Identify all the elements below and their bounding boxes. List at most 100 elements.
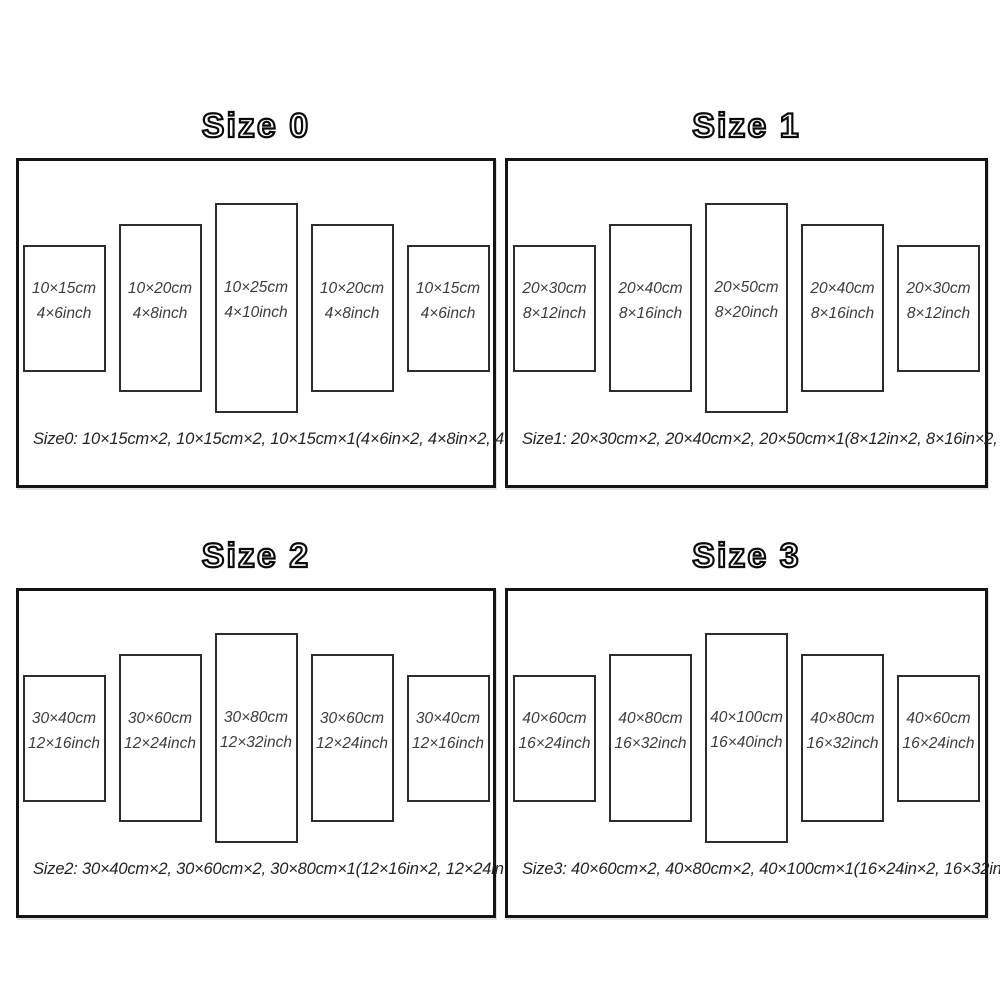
panel-inch-label: 16×24inch <box>902 734 975 752</box>
size-summary: Size3: 40×60cm×2, 40×80cm×2, 40×100cm×1(… <box>522 860 1000 878</box>
canvas-panel: 10×20cm 4×8inch <box>118 224 202 392</box>
panel-inch-label: 8×16inch <box>810 305 875 322</box>
quadrant-size-1: Size 1 20×30cm 8×12inch 20×40cm 8×16inch <box>505 95 1000 488</box>
panel-inch-label: 4×8inch <box>324 305 380 322</box>
panels-row: 30×40cm 12×16inch 30×60cm 12×24inch 30×8… <box>19 591 493 885</box>
panel-dimensions: 10×15cm 4×6inch <box>403 276 494 326</box>
panel-inch-label: 12×16inch <box>412 734 484 752</box>
quadrant-title: Size 2 <box>201 536 311 576</box>
canvas-panel: 20×30cm 8×12inch <box>897 244 980 372</box>
panel-dimensions: 30×60cm 12×24inch <box>307 706 398 756</box>
panel-dimensions: 20×30cm 8×12inch <box>893 276 984 326</box>
canvas-panel: 40×60cm 16×24inch <box>897 674 980 802</box>
canvas-panel: 30×60cm 12×24inch <box>118 654 202 822</box>
panel-inch-label: 4×6inch <box>36 304 92 322</box>
panel-cm-label: 10×25cm <box>223 279 289 296</box>
canvas-panel: 30×40cm 12×16inch <box>22 674 106 802</box>
panel-dimensions: 40×100cm 16×40inch <box>701 705 792 755</box>
panel-inch-label: 16×40inch <box>710 734 783 751</box>
canvas-panel: 20×40cm 8×16inch <box>801 224 884 392</box>
panel-cm-label: 30×60cm <box>319 710 385 727</box>
canvas-panel: 40×80cm 16×32inch <box>609 654 692 822</box>
panel-cm-label: 10×20cm <box>127 280 193 297</box>
panel-dimensions: 10×25cm 4×10inch <box>211 275 302 325</box>
size-summary: Size1: 20×30cm×2, 20×40cm×2, 20×50cm×1(8… <box>522 430 1000 448</box>
panel-inch-label: 16×32inch <box>806 735 879 752</box>
panel-inch-label: 12×16inch <box>28 734 100 752</box>
panel-cm-label: 30×40cm <box>415 709 481 727</box>
quadrant-title: Size 3 <box>691 536 801 576</box>
quadrant-size-0: Size 0 10×15cm 4×6inch 10×20cm 4×8inch <box>16 95 568 488</box>
panel-dimensions: 30×80cm 12×32inch <box>211 705 302 755</box>
panel-inch-label: 4×6inch <box>420 304 476 322</box>
panel-inch-label: 8×16inch <box>618 305 683 322</box>
panel-dimensions: 40×60cm 16×24inch <box>893 706 984 756</box>
panel-dimensions: 40×80cm 16×32inch <box>605 706 696 756</box>
canvas-panel: 10×20cm 4×8inch <box>310 224 394 392</box>
panel-layout-box: 10×15cm 4×6inch 10×20cm 4×8inch 10×25cm … <box>16 158 568 488</box>
canvas-panel: 40×80cm 16×32inch <box>801 654 884 822</box>
canvas-panel: 20×50cm 8×20inch <box>705 203 788 413</box>
panel-dimensions: 20×40cm 8×16inch <box>605 276 696 326</box>
panel-cm-label: 40×100cm <box>710 709 783 726</box>
canvas-panel: 10×25cm 4×10inch <box>214 203 298 413</box>
panel-cm-label: 10×15cm <box>415 279 481 297</box>
panels-row: 20×30cm 8×12inch 20×40cm 8×16inch 20×50c… <box>508 161 985 455</box>
panel-layout-box: 40×60cm 16×24inch 40×80cm 16×32inch 40×1… <box>505 588 1000 918</box>
quadrant-size-2: Size 2 30×40cm 12×16inch 30×60cm 12×24in… <box>16 525 613 918</box>
panel-dimensions: 30×60cm 12×24inch <box>115 706 206 756</box>
panel-cm-label: 30×60cm <box>127 710 193 727</box>
quadrant-title: Size 1 <box>691 106 801 146</box>
panel-dimensions: 20×40cm 8×16inch <box>797 276 888 326</box>
panel-cm-label: 20×40cm <box>618 280 683 297</box>
canvas-panel: 30×60cm 12×24inch <box>310 654 394 822</box>
panel-inch-label: 12×24inch <box>124 735 196 752</box>
panel-inch-label: 8×12inch <box>522 304 587 322</box>
panel-dimensions: 30×40cm 12×16inch <box>19 706 110 756</box>
panel-dimensions: 40×60cm 16×24inch <box>509 706 600 756</box>
panel-inch-label: 8×20inch <box>714 304 779 321</box>
panel-cm-label: 30×80cm <box>223 709 289 726</box>
panel-inch-label: 16×24inch <box>518 734 591 752</box>
panel-inch-label: 12×24inch <box>316 735 388 752</box>
canvas-panel: 40×100cm 16×40inch <box>705 633 788 843</box>
panel-cm-label: 40×80cm <box>810 710 875 727</box>
panels-row: 40×60cm 16×24inch 40×80cm 16×32inch 40×1… <box>508 591 985 885</box>
panel-cm-label: 20×50cm <box>714 279 779 296</box>
canvas-panel: 20×30cm 8×12inch <box>513 244 596 372</box>
quadrant-size-3: Size 3 40×60cm 16×24inch 40×80cm 16×32in… <box>505 525 1000 918</box>
canvas-panel: 40×60cm 16×24inch <box>513 674 596 802</box>
panel-cm-label: 20×40cm <box>810 280 875 297</box>
panel-layout-box: 20×30cm 8×12inch 20×40cm 8×16inch 20×50c… <box>505 158 1000 488</box>
canvas-panel: 30×40cm 12×16inch <box>406 674 490 802</box>
panel-dimensions: 10×20cm 4×8inch <box>307 276 398 326</box>
panel-cm-label: 30×40cm <box>31 709 97 727</box>
panel-dimensions: 30×40cm 12×16inch <box>403 706 494 756</box>
panel-cm-label: 10×15cm <box>31 279 97 297</box>
quadrant-title: Size 0 <box>201 106 311 146</box>
panel-inch-label: 4×10inch <box>224 304 288 321</box>
canvas-panel: 30×80cm 12×32inch <box>214 633 298 843</box>
size-summary: Size0: 10×15cm×2, 10×15cm×2, 10×15cm×1(4… <box>33 430 568 448</box>
panel-dimensions: 20×30cm 8×12inch <box>509 276 600 326</box>
panel-layout-box: 30×40cm 12×16inch 30×60cm 12×24inch 30×8… <box>16 588 613 918</box>
canvas-panel: 10×15cm 4×6inch <box>22 244 106 372</box>
canvas-panel: 10×15cm 4×6inch <box>406 244 490 372</box>
panel-inch-label: 16×32inch <box>614 735 687 752</box>
panel-cm-label: 40×60cm <box>906 709 971 727</box>
panels-row: 10×15cm 4×6inch 10×20cm 4×8inch 10×25cm … <box>19 161 493 455</box>
panel-cm-label: 40×80cm <box>618 710 683 727</box>
panel-cm-label: 40×60cm <box>522 709 587 727</box>
panel-dimensions: 20×50cm 8×20inch <box>701 275 792 325</box>
panel-inch-label: 4×8inch <box>132 305 188 322</box>
panel-cm-label: 20×30cm <box>906 279 971 297</box>
panel-cm-label: 10×20cm <box>319 280 385 297</box>
size-summary: Size2: 30×40cm×2, 30×60cm×2, 30×80cm×1(1… <box>33 860 613 878</box>
canvas-panel: 20×40cm 8×16inch <box>609 224 692 392</box>
panel-dimensions: 40×80cm 16×32inch <box>797 706 888 756</box>
panel-dimensions: 10×20cm 4×8inch <box>115 276 206 326</box>
panel-inch-label: 8×12inch <box>906 304 971 322</box>
panel-cm-label: 20×30cm <box>522 279 587 297</box>
panel-dimensions: 10×15cm 4×6inch <box>19 276 110 326</box>
